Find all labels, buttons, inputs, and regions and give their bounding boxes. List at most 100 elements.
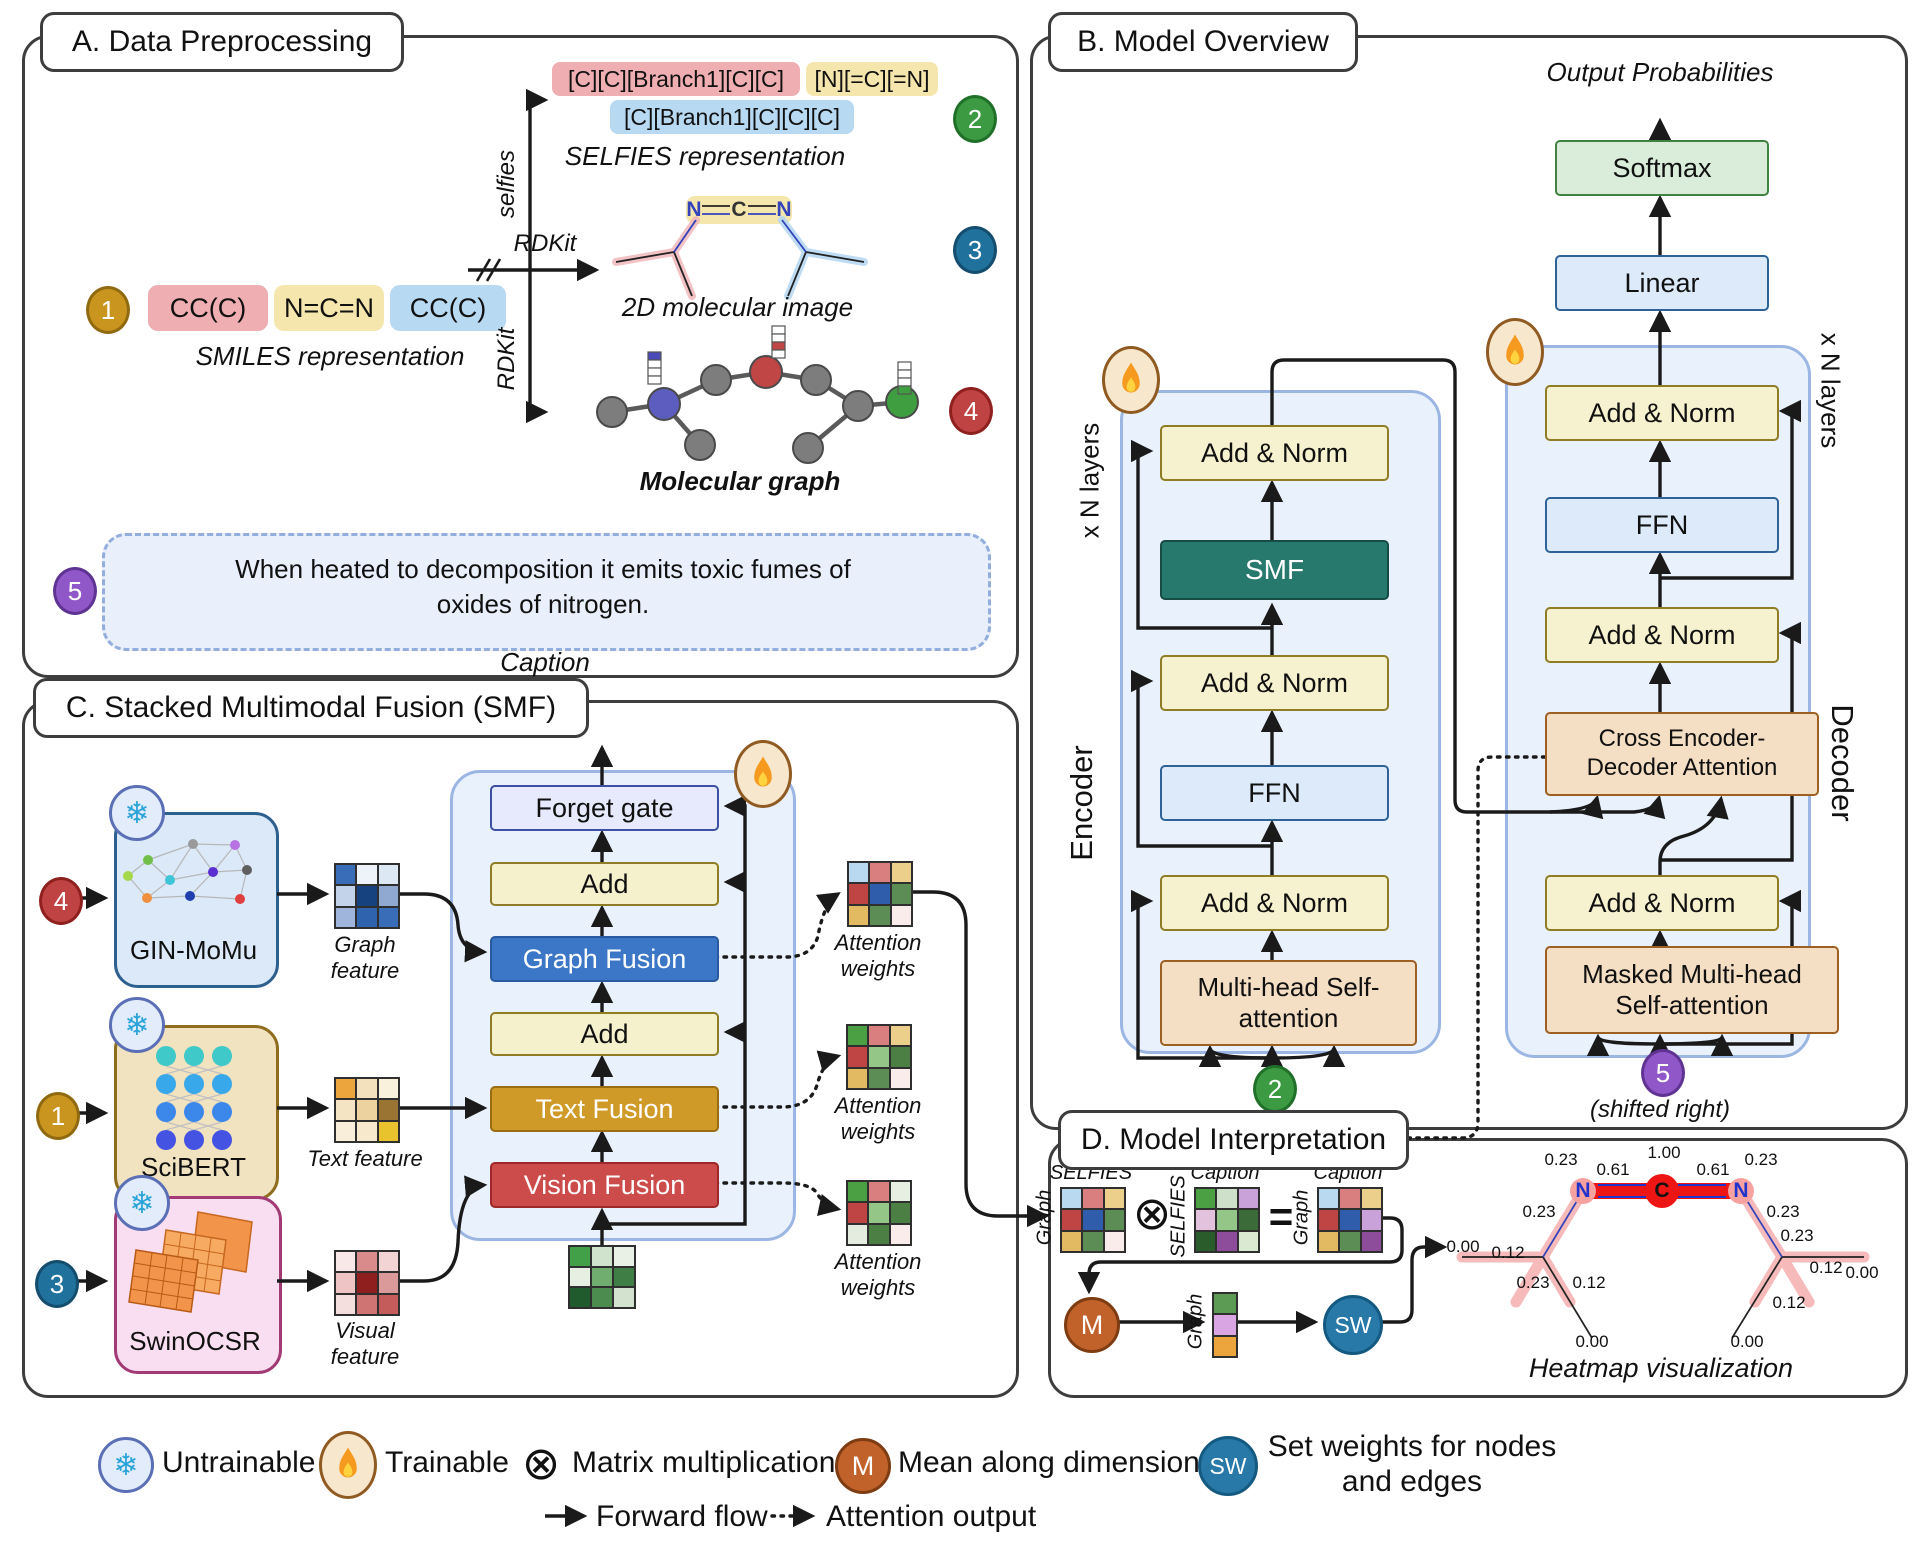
matrix-cell [614, 1267, 634, 1287]
matrix-cell [357, 1100, 377, 1120]
linear-box: Linear [1555, 255, 1769, 311]
matrix-cell [1104, 1231, 1124, 1251]
legend-sw-circle: SW [1198, 1436, 1258, 1496]
matrix-cell [357, 1079, 377, 1099]
matrix-cell [336, 886, 356, 906]
matrix-cell [570, 1288, 590, 1307]
legend-sw-label: Set weights for nodes and edges [1267, 1430, 1557, 1498]
heat-value: 0.12 [1572, 1273, 1606, 1292]
scibert-snowflake-glyph: ❄ [124, 1008, 150, 1042]
step-3-badge-a: 3 [953, 226, 997, 274]
encoder-ffn-label: FFN [1248, 777, 1301, 808]
encoder-side-label: Encoder [1064, 745, 1099, 861]
matrix-cell [869, 1047, 889, 1067]
matrix-cell [1238, 1210, 1258, 1230]
step-3-badge-c: 3 [35, 1260, 79, 1308]
d2-selfies-label: SELFIES [1167, 1175, 1190, 1258]
matrix-cell [1217, 1210, 1237, 1230]
smiles-token-2-text: N=C=N [283, 292, 375, 323]
matrix-cell [1319, 1210, 1339, 1230]
output-probabilities-label: Output Probabilities [1546, 57, 1774, 87]
selfies-token-2-text: [N][=C][=N] [814, 65, 930, 92]
matrix-cell [1083, 1231, 1103, 1251]
legend-matmul-icon: ⊗ [521, 1437, 561, 1489]
encoder-xn-layers-label: x N layers [1074, 422, 1105, 539]
matrix-cell [890, 1047, 910, 1067]
linear-label: Linear [1624, 267, 1700, 298]
graph-caption-matrix [1317, 1187, 1383, 1253]
matrix-cell [1104, 1210, 1124, 1230]
matrix-cell [1319, 1231, 1339, 1251]
smiles-token-3: CC(C) [390, 285, 506, 331]
matrix-cell [1214, 1294, 1236, 1314]
panel-a-title: A. Data Preprocessing [40, 12, 404, 72]
matrix-cell [570, 1267, 590, 1287]
matrix-cell [849, 905, 869, 925]
step-2-badge-a: 2 [953, 95, 997, 143]
heat-value: 0.12 [1809, 1258, 1843, 1277]
caption-label: Caption [500, 647, 590, 677]
graph-selfies-matrix [1060, 1187, 1126, 1253]
matrix-cell [1062, 1210, 1082, 1230]
smiles-token-1-text: CC(C) [169, 292, 247, 323]
matrix-cell [848, 1047, 868, 1067]
matrix-cell [870, 905, 890, 925]
text-fusion-box: Text Fusion [490, 1086, 719, 1132]
matrix-cell [378, 865, 398, 885]
shifted-right-label: (shifted right) [1589, 1096, 1731, 1123]
add-box-1-label: Add [580, 868, 629, 899]
legend-forward-label: Forward flow [596, 1500, 768, 1533]
gin-snowflake-glyph: ❄ [124, 796, 150, 830]
vision-fusion-label: Vision Fusion [523, 1169, 686, 1200]
decoder-trainable-flame-icon [1486, 318, 1544, 386]
encoder-addnorm-3-label: Add & Norm [1200, 887, 1349, 918]
heat-value: 0.00 [1845, 1263, 1879, 1282]
step-1-number-c: 1 [50, 1100, 66, 1131]
matrix-cell [891, 863, 911, 883]
d3-graph-label: Graph [1290, 1189, 1313, 1246]
heatmap-molecule [1456, 1174, 1870, 1339]
heatmap-label: Heatmap visualization [1528, 1353, 1794, 1383]
softmax-label: Softmax [1612, 152, 1712, 183]
heat-value: 0.23 [1780, 1226, 1814, 1245]
gin-momu-icon [123, 839, 252, 904]
matrix-cell [869, 1068, 889, 1088]
matrix-cell [869, 1203, 889, 1223]
matrix-cell [890, 1026, 910, 1046]
smiles-token-3-text: CC(C) [409, 292, 487, 323]
add-box-1: Add [490, 862, 719, 906]
visual-feature-label: Visual feature [330, 1318, 400, 1370]
sw-circle-d-label: SW [1334, 1311, 1372, 1338]
matrix-cell [1340, 1189, 1360, 1209]
attention-weights-matrix-3 [846, 1180, 912, 1246]
matrix-cell [357, 1273, 377, 1293]
matrix-cell [1340, 1210, 1360, 1230]
step-2-badge-b: 2 [1253, 1065, 1297, 1113]
matrix-cell [1083, 1189, 1103, 1209]
panel-c-title-text: C. Stacked Multimodal Fusion (SMF) [65, 691, 557, 724]
matrix-cell [1340, 1231, 1360, 1251]
matrix-cell [1196, 1210, 1216, 1230]
smiles-token-2: N=C=N [274, 285, 384, 331]
graph-feature-label: Graph feature [330, 932, 400, 984]
mol2d-atom-n1: N [686, 198, 702, 221]
matrix-cell [870, 884, 890, 904]
encoder-mhsa-label: Multi-head Self-attention [1197, 971, 1380, 1033]
visual-feature-matrix [334, 1250, 400, 1316]
matrix-cell [357, 1252, 377, 1272]
caption-box [102, 533, 991, 651]
matrix-cell [336, 1121, 356, 1141]
matrix-cell [890, 1068, 910, 1088]
matrix-cell [1238, 1231, 1258, 1251]
encoder-smf-label: SMF [1244, 554, 1305, 586]
forget-gate-label: Forget gate [535, 792, 674, 823]
selfies-token-3: [C][Branch1][C][C][C] [610, 100, 854, 134]
decoder-cross-attn-label: Cross Encoder-Decoder Attention [1586, 725, 1778, 781]
decoder-masked-mhsa-box: Masked Multi-head Self-attention [1545, 946, 1839, 1034]
mean-circle-d-label: M [1080, 1309, 1104, 1340]
matrix-cell [848, 1224, 868, 1244]
forget-gate-box: Forget gate [490, 785, 719, 831]
mol2d-atom-c: C [731, 198, 747, 221]
graph-fusion-box: Graph Fusion [490, 936, 719, 982]
